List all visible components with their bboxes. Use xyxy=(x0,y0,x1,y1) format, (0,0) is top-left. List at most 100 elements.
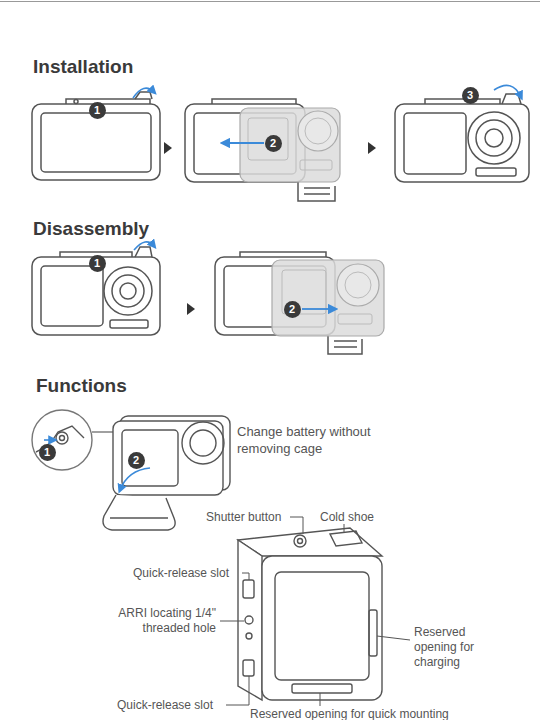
callout-number: 1 xyxy=(89,102,106,119)
cage-front-face xyxy=(262,556,382,700)
leader-line xyxy=(320,693,321,706)
cage-latch xyxy=(135,247,152,257)
release-knob xyxy=(60,436,65,441)
callout-number: 3 xyxy=(462,87,479,104)
cage-top-face xyxy=(238,528,382,556)
camera-screen xyxy=(248,118,288,160)
lens-ring xyxy=(476,120,512,156)
part-label: Reserved opening for charging xyxy=(414,625,494,670)
camera-badge xyxy=(476,168,516,176)
callout-number: 1 xyxy=(39,444,56,461)
step-triangle xyxy=(164,142,172,154)
part-label: Quick-release slot xyxy=(117,698,213,713)
camera-lens xyxy=(104,267,152,315)
threaded-hole xyxy=(245,616,253,624)
cage-opening xyxy=(41,113,151,172)
lens-ring xyxy=(305,118,331,144)
cage-clamp xyxy=(328,335,362,354)
camera-badge xyxy=(338,314,372,324)
cage-opening xyxy=(275,572,369,680)
battery-door xyxy=(103,495,175,530)
threaded-hole xyxy=(246,633,252,639)
leader-line xyxy=(226,676,249,705)
step-triangle xyxy=(368,142,376,154)
quick-release-slot xyxy=(243,660,254,676)
section-heading: Functions xyxy=(36,375,127,397)
camera-lens xyxy=(468,112,520,164)
part-label: Reserved opening for quick mounting xyxy=(250,707,449,720)
camera-screen xyxy=(122,430,178,486)
motion-arrow xyxy=(224,142,264,144)
motion-arrow xyxy=(134,242,154,250)
part-label: Change battery without removing cage xyxy=(237,423,389,457)
cage-top xyxy=(66,99,150,104)
detail-inset xyxy=(32,410,92,470)
camera-badge xyxy=(110,320,148,328)
part-label: Shutter button xyxy=(206,510,281,525)
leader-line xyxy=(220,621,244,622)
lens-ring xyxy=(112,275,144,307)
part-label: Quick-release slot xyxy=(133,566,229,581)
callout-number: 2 xyxy=(284,301,301,318)
mounting-opening xyxy=(292,684,352,693)
shutter-button xyxy=(294,535,306,547)
cage-drawing xyxy=(238,528,382,700)
motion-arrow xyxy=(44,439,54,441)
cage-drawing xyxy=(395,94,529,182)
camera-drawing xyxy=(272,260,384,336)
cage-drawing xyxy=(32,410,230,530)
cage-drawing xyxy=(32,247,160,335)
cage-top xyxy=(240,252,326,257)
camera-lens xyxy=(337,264,379,306)
motion-arrow xyxy=(120,468,150,490)
lens-ring xyxy=(345,272,371,298)
callout-number: 2 xyxy=(128,452,145,469)
camera-body xyxy=(240,108,340,182)
cage-outline xyxy=(113,421,223,495)
motion-arrow xyxy=(133,88,154,98)
cold-shoe xyxy=(330,531,362,546)
callout-number: 1 xyxy=(89,255,106,272)
part-label: Cold shoe xyxy=(320,510,374,525)
motion-arrow xyxy=(494,85,521,97)
camera-badge xyxy=(300,160,332,170)
clamp-detail xyxy=(334,341,357,347)
camera-body xyxy=(272,260,384,336)
top-rule xyxy=(0,1,540,2)
lens-ring xyxy=(190,430,216,456)
lens-ring xyxy=(485,129,503,147)
part-label: ARRI locating 1/4" threaded hole xyxy=(96,606,216,636)
cage-drawing xyxy=(32,92,160,180)
step-triangle xyxy=(187,303,195,315)
section-heading: Installation xyxy=(33,56,133,78)
camera-screen xyxy=(404,113,466,174)
camera-screen xyxy=(41,266,103,326)
camera-drawing xyxy=(240,108,340,182)
camera-lens xyxy=(298,111,338,151)
leader-line xyxy=(290,517,303,534)
camera-lens xyxy=(182,422,224,464)
cage-latch xyxy=(502,94,521,104)
door-detail xyxy=(110,517,168,518)
lens-ring xyxy=(120,283,136,299)
callout-number: 2 xyxy=(265,135,282,152)
cage-outline xyxy=(395,104,529,182)
shutter-hole xyxy=(74,100,78,104)
cage-top xyxy=(212,99,296,104)
leader-lines xyxy=(220,517,410,706)
leader-line xyxy=(242,573,249,580)
quick-release-slot xyxy=(243,580,254,598)
charging-opening xyxy=(369,610,377,656)
cage-side-face xyxy=(238,540,262,700)
cage-clamp xyxy=(298,182,335,201)
motion-arrow xyxy=(302,308,334,310)
shutter-button xyxy=(298,539,303,544)
section-heading: Disassembly xyxy=(33,218,149,240)
clamp-detail xyxy=(304,188,330,194)
leader-line xyxy=(377,636,410,640)
leader-line xyxy=(344,524,345,533)
release-knob xyxy=(56,432,68,444)
